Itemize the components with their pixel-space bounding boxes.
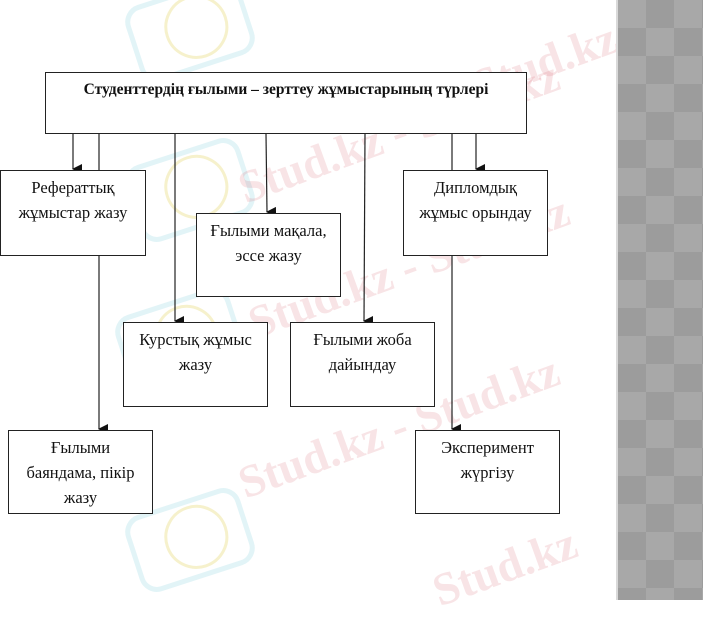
node-report: Ғылыми баяндама, пікір жазу [8, 430, 153, 514]
connector-lines [72, 133, 485, 434]
node-referat: Рефераттық жұмыстар жазу [0, 170, 146, 256]
slide-canvas: Stud.kz Stud.kz - Stud.kz Stud.kz - Stud… [0, 0, 624, 616]
node-experiment: Эксперимент жүргізу [415, 430, 560, 514]
diagram-title-box: Студенттердің ғылыми – зерттеу жұмыстары… [45, 72, 527, 134]
node-diploma: Дипломдық жұмыс орындау [403, 170, 548, 256]
decorative-side-panel [616, 0, 703, 600]
node-project: Ғылыми жоба дайындау [290, 322, 435, 407]
node-article: Ғылыми мақала, эссе жазу [196, 213, 341, 297]
node-course: Курстық жұмыс жазу [123, 322, 268, 407]
